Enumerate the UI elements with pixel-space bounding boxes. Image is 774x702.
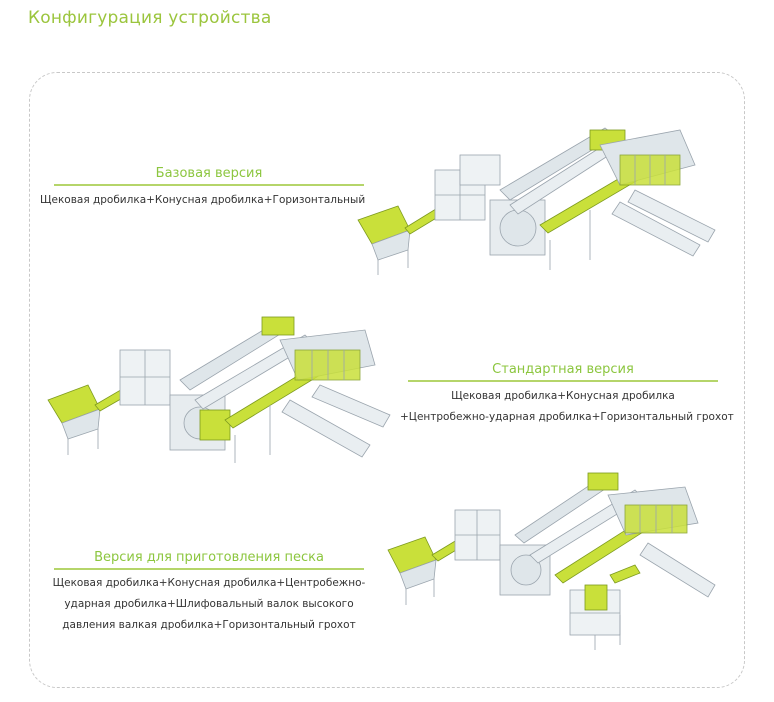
desc-line: Щековая дробилка+Конусная дробилка	[451, 390, 675, 402]
version-basic-title: Базовая версия	[155, 166, 263, 181]
version-sand-divider	[54, 568, 364, 570]
version-basic-desc: Щековая дробилка+Конусная дробилка+Гориз…	[40, 190, 366, 211]
desc-line: ударная дробилка+Шлифовальный валок высо…	[64, 598, 354, 610]
version-standard-desc: Щековая дробилка+Конусная дробилка +Цент…	[400, 386, 734, 428]
version-basic-divider	[54, 184, 364, 186]
plant-illustration-basic	[357, 127, 716, 275]
desc-line: Щековая дробилка+Конусная дробилка+Центр…	[52, 577, 366, 589]
desc-line: Щековая дробилка+Конусная дробилка+Гориз…	[40, 194, 366, 206]
content-frame	[29, 72, 745, 688]
version-sand-title: Версия для приготовления песка	[94, 550, 324, 565]
page-title: Конфигурация устройства	[28, 8, 272, 28]
version-standard-title: Стандартная версия	[492, 362, 634, 377]
desc-line: +Центробежно-ударная дробилка+Горизонтал…	[400, 411, 734, 423]
version-standard-divider	[408, 380, 718, 382]
desc-line: давления валкая дробилка+Горизонтальный …	[62, 619, 356, 631]
plant-illustration-sand	[387, 472, 716, 650]
version-sand-desc: Щековая дробилка+Конусная дробилка+Центр…	[46, 573, 372, 636]
plant-illustration-standard	[47, 316, 391, 463]
